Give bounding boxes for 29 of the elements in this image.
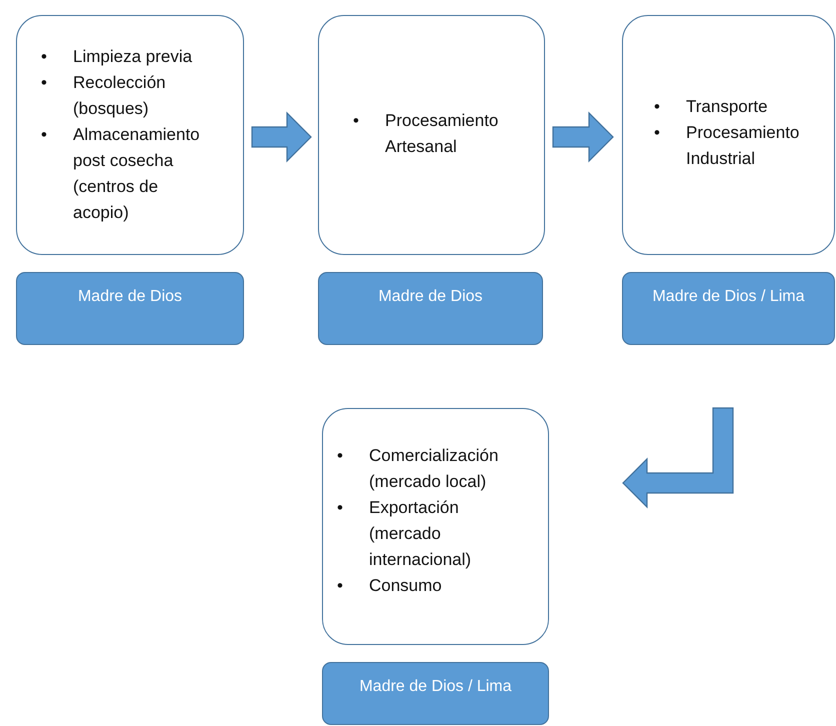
bullet-text: Consumo	[369, 575, 443, 597]
bullet: •	[353, 110, 360, 132]
bullet: •	[41, 72, 48, 94]
bullet-text: Transporte	[686, 96, 769, 118]
bullet: •	[41, 46, 48, 68]
bullet-text: Exportación (mercado internacional)	[369, 497, 472, 571]
block-arrow	[552, 112, 614, 162]
bullet: •	[337, 445, 344, 467]
location-box: Madre de Dios	[318, 272, 543, 345]
bullet-text: Recolección (bosques)	[73, 72, 167, 120]
bullet-text: Comercialización (mercado local)	[369, 445, 500, 493]
step-box	[322, 408, 549, 645]
bullet: •	[337, 575, 344, 597]
block-arrow	[622, 407, 734, 508]
step-box	[622, 15, 835, 255]
location-box: Madre de Dios / Lima	[322, 662, 549, 725]
bullet-text: Almacenamiento post cosecha (centros de acopio)	[73, 124, 201, 224]
block-arrow	[251, 112, 312, 162]
bullet: •	[654, 122, 661, 144]
bullet: •	[654, 96, 661, 118]
bullet-text: Limpieza previa	[73, 46, 194, 68]
bullet: •	[41, 124, 48, 146]
bullet-text: Procesamiento Artesanal	[385, 110, 500, 158]
step-box	[318, 15, 545, 255]
bullet-text: Procesamiento Industrial	[686, 122, 800, 170]
location-box: Madre de Dios	[16, 272, 244, 345]
step-box	[16, 15, 244, 255]
location-box: Madre de Dios / Lima	[622, 272, 835, 345]
bullet: •	[337, 497, 344, 519]
